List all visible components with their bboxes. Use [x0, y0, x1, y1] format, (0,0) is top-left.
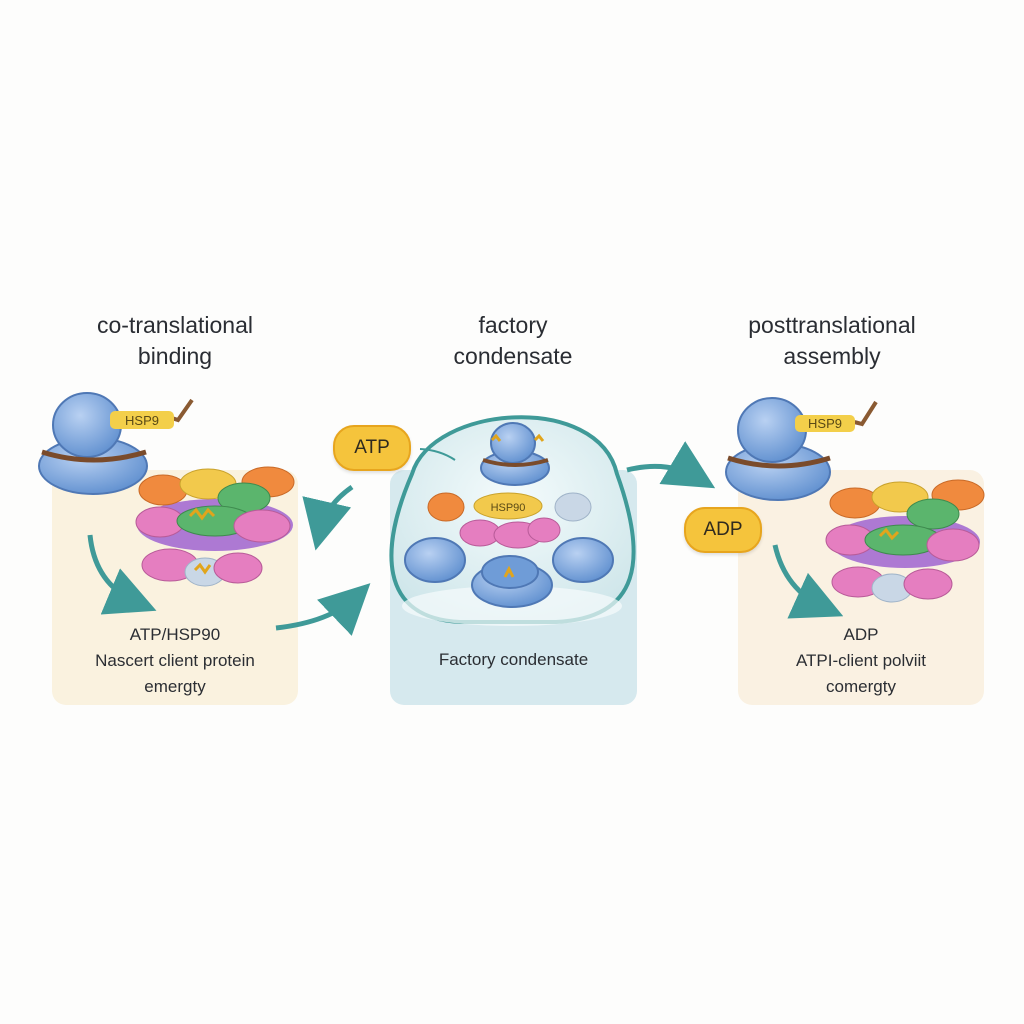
center-to-left-arrow-icon [302, 484, 354, 551]
right-caption-line2: ATPI-client polviit [795, 651, 927, 670]
right-caption-line3: comergty [826, 677, 896, 696]
right-curved-arrow-icon [772, 544, 844, 619]
right-ribosome-icon: HSP9 [725, 397, 878, 501]
center-to-right-arrow-icon [626, 441, 716, 489]
center-panel-caption: Factory condensate [390, 647, 637, 673]
left-title-line2: binding [137, 343, 213, 369]
right-panel-title: posttranslational assembly [697, 310, 967, 372]
left-caption-line2: Nascert client protein [95, 651, 255, 670]
left-caption-line3: emergty [144, 677, 206, 696]
left-curved-arrow-icon [87, 534, 157, 615]
right-title-line1: posttranslational [748, 312, 916, 338]
left-panel-title: co-translational binding [40, 310, 310, 372]
center-title-line1: factory [478, 312, 548, 338]
left-panel-caption: ATP/HSP90 Nascert client protein emergty [52, 622, 298, 700]
right-title-line2: assembly [783, 343, 881, 369]
center-tag-label: HSP90 [491, 502, 526, 514]
adp-badge: ADP [684, 507, 762, 553]
atp-short-arrow-icon [419, 448, 456, 461]
right-panel-caption: ADP ATPI-client polviit comergty [738, 622, 984, 700]
center-panel-title: factory condensate [378, 310, 648, 372]
left-tag-label: HSP9 [125, 413, 159, 428]
center-chaperone-ring-icon: HSP90 [427, 492, 592, 549]
center-ribosome-cluster [404, 537, 614, 608]
right-caption-line1: ADP [843, 625, 879, 644]
right-chaperone-ring-icon [825, 479, 985, 603]
center-caption-line1: Factory condensate [438, 650, 589, 669]
left-to-center-arrow-icon [275, 583, 371, 636]
center-title-line2: condensate [453, 343, 573, 369]
center-ribosome-icon [480, 422, 550, 486]
left-ribosome-icon: HSP9 [38, 392, 194, 495]
left-caption-line1: ATP/HSP90 [129, 625, 221, 644]
atp-badge: ATP [333, 425, 411, 471]
left-title-line1: co-translational [97, 312, 253, 338]
left-chaperone-ring-icon [135, 466, 295, 587]
right-tag-label: HSP9 [808, 416, 842, 431]
